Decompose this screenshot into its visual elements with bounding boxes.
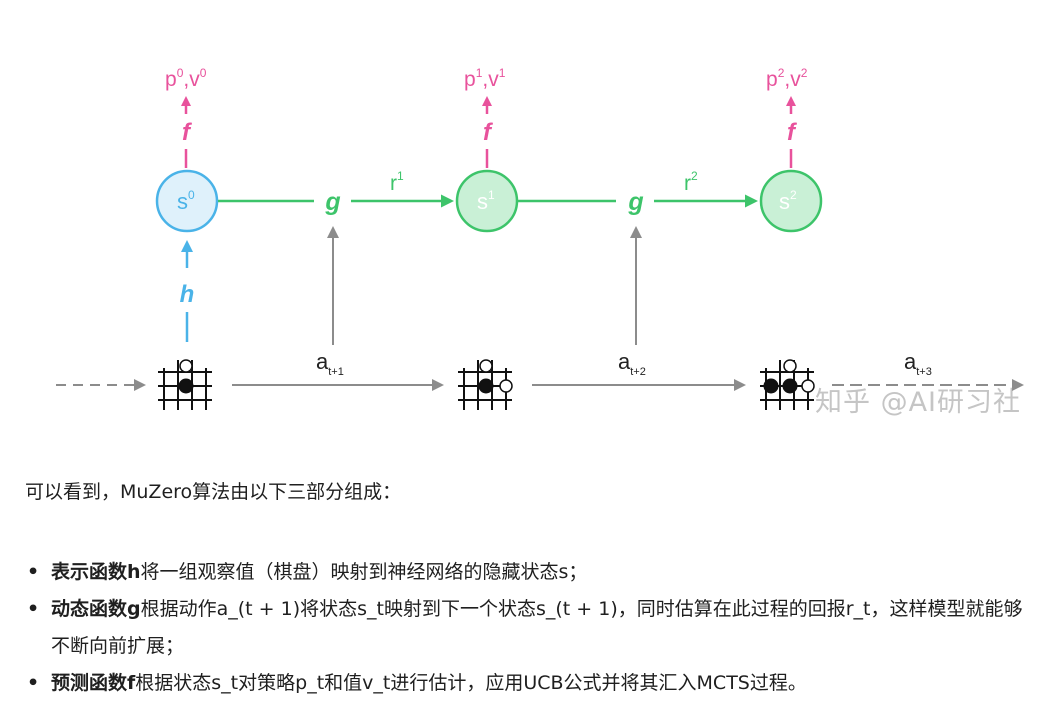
svg-text:p1,v1: p1,v1 (464, 66, 506, 91)
list-item-prediction: • 预测函数f根据状态s_t对策略p_t和值v_t进行估计，应用UCB公式并将其汇… (25, 665, 1040, 702)
prediction-branch-0: f (181, 96, 192, 168)
svg-text:p0,v0: p0,v0 (165, 66, 207, 91)
representation-function-label: h (180, 281, 195, 308)
bullet-dot: • (27, 672, 40, 694)
watermark: 知乎 @AI研习社 (815, 387, 1022, 418)
svg-text:s1: s1 (477, 188, 495, 214)
prediction-function-label: f (483, 119, 493, 146)
dynamics-branch-0: g r1 (218, 169, 454, 216)
state-node-1: s1 (455, 169, 519, 233)
svg-text:s2: s2 (779, 188, 797, 214)
action-label-3: at+3 (904, 349, 932, 378)
svg-text:s0: s0 (177, 188, 195, 214)
list-item-representation: • 表示函数h将一组观察值（棋盘）映射到神经网络的隐藏状态s； (25, 554, 1040, 591)
intro-paragraph: 可以看到，MuZero算法由以下三部分组成： (25, 481, 402, 503)
prediction-function-label: f (787, 119, 797, 146)
list-item-desc: 根据动作a_(t + 1)将状态s_t映射到下一个状态s_(t + 1)，同时估… (51, 598, 1023, 657)
list-item-term: 预测函数f (51, 672, 136, 694)
list-item-term: 动态函数g (51, 598, 141, 620)
dynamics-function-label: g (324, 188, 340, 216)
output-label-0: p0,v0 (165, 66, 207, 91)
list-item-dynamics: • 动态函数g根据动作a_(t + 1)将状态s_t映射到下一个状态s_(t + … (25, 591, 1040, 665)
representation-branch: h (180, 240, 195, 342)
output-label-1: p1,v1 (464, 66, 506, 91)
dynamics-branch-1: g r2 (518, 169, 758, 216)
component-list: • 表示函数h将一组观察值（棋盘）映射到神经网络的隐藏状态s； • 动态函数g根据动… (25, 554, 1040, 702)
prediction-branch-2: f (786, 96, 797, 168)
output-label-2: p2,v2 (766, 66, 808, 91)
action-label-1: at+1 (316, 349, 344, 378)
dynamics-function-label: g (627, 188, 643, 216)
list-item-desc: 根据状态s_t对策略p_t和值v_t进行估计，应用UCB公式并将其汇入MCTS过… (135, 672, 807, 694)
prediction-function-label: f (182, 119, 192, 146)
state-node-0: s0 (155, 169, 219, 233)
svg-text:p2,v2: p2,v2 (766, 66, 808, 91)
bullet-dot: • (27, 598, 40, 620)
explanation-text: 可以看到，MuZero算法由以下三部分组成： • 表示函数h将一组观察值（棋盘）映… (25, 478, 1040, 702)
prediction-branch-1: f (482, 96, 493, 168)
list-item-desc: 将一组观察值（棋盘）映射到神经网络的隐藏状态s； (140, 561, 588, 583)
reward-label-1: r1 (390, 169, 404, 195)
list-item-term: 表示函数h (51, 561, 141, 583)
reward-label-2: r2 (684, 169, 698, 195)
go-board-1 (458, 359, 513, 410)
go-board-2 (760, 359, 815, 410)
action-label-2: at+2 (618, 349, 646, 378)
muzero-diagram: p0,v0 p1,v1 p2,v2 f f f s0 s1 s2 g r1 (56, 66, 1024, 410)
go-board-0 (158, 359, 212, 410)
bullet-dot: • (27, 561, 40, 583)
state-node-2: s2 (759, 169, 823, 233)
